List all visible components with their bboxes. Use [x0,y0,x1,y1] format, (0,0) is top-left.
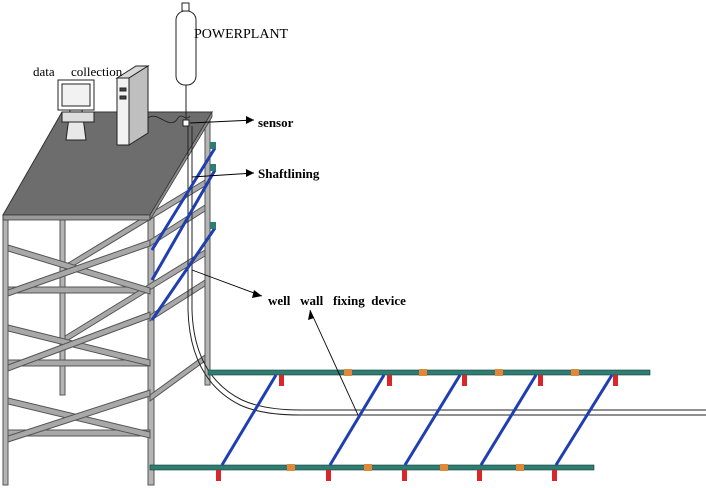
tunnel-braces [220,374,614,466]
collection-label: collection [71,64,123,79]
shaft-lining [187,126,706,416]
computer-tower-icon [115,65,150,146]
platform-front-edge [2,214,151,221]
scaffold-rails [7,179,206,437]
platform [2,110,213,222]
power-plant-icon [175,2,197,127]
leader-arrowheads [246,116,314,320]
scaffold-diagonals [7,239,151,443]
shaftlining-label: Shaftlining [258,166,320,181]
leader-lines [189,119,359,416]
shaft-brace-ends [210,142,216,229]
horizontal-pipes [149,369,651,471]
data-label: data [33,64,55,79]
fixing-device-leader-2 [309,309,359,416]
sensor-leader [189,119,255,124]
power-plant-label: POWERPLANT [194,27,289,42]
pipe-couplings [287,369,579,471]
fixing-device-leader-1 [191,269,263,297]
shaftlining-leader [191,172,255,178]
shaft-braces [150,147,217,321]
sensor-label: sensor [258,115,294,130]
monitor-icon [57,79,95,141]
platform-side-edge [149,110,213,222]
scaffold-frame [2,119,211,486]
upper-pipe [207,369,651,376]
fixing-device-label: well wall fixing device [268,293,406,308]
fixing-blocks [216,375,618,481]
